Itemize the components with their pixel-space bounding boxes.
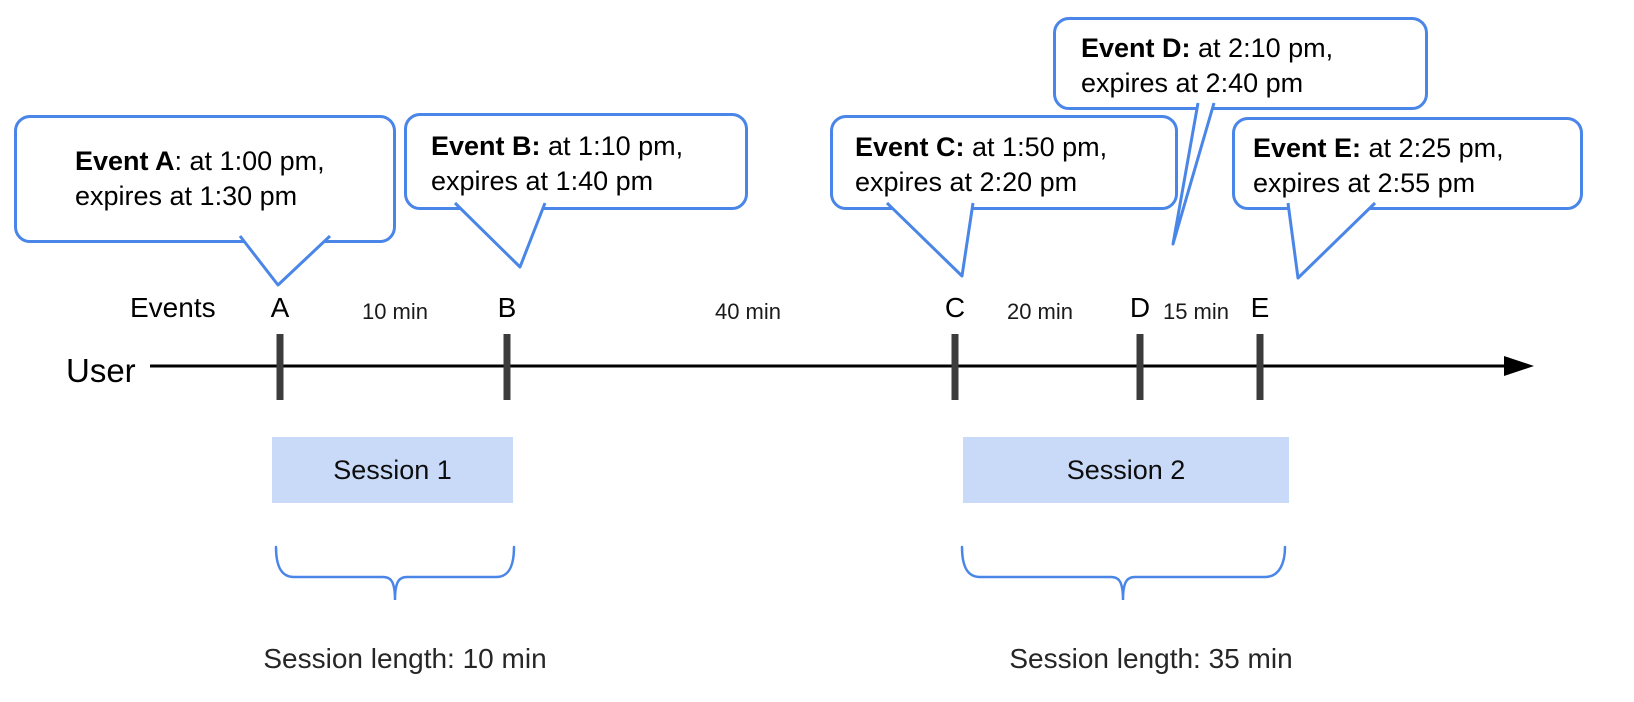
event-letter-c: C	[944, 292, 966, 323]
tick-event-d	[1136, 334, 1144, 400]
session-2-brace	[960, 545, 1287, 601]
callout-event-e-title: Event E:	[1253, 133, 1362, 163]
tick-event-e	[1256, 334, 1264, 400]
tick-event-b	[503, 334, 511, 400]
session-2-label: Session 2	[1066, 454, 1186, 485]
session-1-length-label: Session length: 10 min	[263, 643, 547, 674]
callout-event-e-tail	[1286, 201, 1377, 280]
callout-event-b-line1: Event B: at 1:10 pm,	[431, 129, 737, 164]
event-letter-d: D	[1129, 292, 1151, 323]
events-axis-label: Events	[130, 292, 216, 323]
session-1-box: Session 1	[272, 437, 513, 503]
callout-event-e: Event E: at 2:25 pm, expires at 2:55 pm	[1232, 117, 1583, 210]
callout-event-b: Event B: at 1:10 pm, expires at 1:40 pm	[404, 113, 748, 210]
callout-event-d-tail	[1171, 102, 1216, 246]
session-1-brace	[274, 545, 516, 601]
callout-event-c-title: Event C:	[855, 132, 965, 162]
callout-event-d-title: Event D:	[1081, 33, 1191, 63]
interval-label-b-c: 40 min	[714, 299, 782, 324]
callout-event-a: Event A: at 1:00 pm, expires at 1:30 pm	[14, 115, 396, 243]
callout-event-a-title: Event A	[75, 146, 175, 176]
callout-event-c-time: at 1:50 pm,	[964, 132, 1108, 162]
timeline-arrowhead-icon	[1504, 356, 1534, 376]
callout-event-e-time: at 2:25 pm,	[1361, 133, 1504, 163]
callout-event-b-time: at 1:10 pm,	[540, 131, 684, 161]
callout-event-c: Event C: at 1:50 pm, expires at 2:20 pm	[830, 115, 1178, 210]
interval-label-c-d: 20 min	[1006, 299, 1074, 324]
callout-event-e-line2: expires at 2:55 pm	[1253, 168, 1476, 198]
callout-event-a-line1: Event A: at 1:00 pm,	[75, 144, 385, 179]
session-2-box: Session 2	[963, 437, 1289, 503]
tick-event-a	[276, 334, 284, 400]
session-2-length-label: Session length: 35 min	[1009, 643, 1293, 674]
interval-label-d-e: 15 min	[1162, 299, 1230, 324]
callout-event-c-line1: Event C: at 1:50 pm,	[855, 130, 1167, 165]
tick-event-c	[951, 334, 959, 400]
callout-event-c-line2: expires at 2:20 pm	[855, 167, 1078, 197]
event-letter-b: B	[497, 292, 517, 323]
session-1-label: Session 1	[333, 454, 452, 485]
callout-event-d-line2: expires at 2:40 pm	[1081, 68, 1304, 98]
callout-event-a-time: : at 1:00 pm,	[174, 146, 325, 176]
callout-event-c-tail	[885, 201, 975, 278]
event-letter-a: A	[270, 292, 290, 323]
callout-event-b-title: Event B:	[431, 131, 541, 161]
callout-event-a-tail	[238, 234, 332, 287]
callout-event-a-line2: expires at 1:30 pm	[75, 181, 298, 211]
user-axis-label: User	[66, 352, 136, 389]
callout-event-e-line1: Event E: at 2:25 pm,	[1253, 131, 1572, 166]
callout-event-d: Event D: at 2:10 pm, expires at 2:40 pm	[1053, 17, 1428, 110]
interval-label-a-b: 10 min	[361, 299, 429, 324]
event-letter-e: E	[1250, 292, 1270, 323]
callout-event-b-line2: expires at 1:40 pm	[431, 166, 654, 196]
callout-event-d-line1: Event D: at 2:10 pm,	[1081, 31, 1417, 66]
callout-event-b-tail	[453, 201, 547, 269]
callout-event-d-time: at 2:10 pm,	[1190, 33, 1334, 63]
